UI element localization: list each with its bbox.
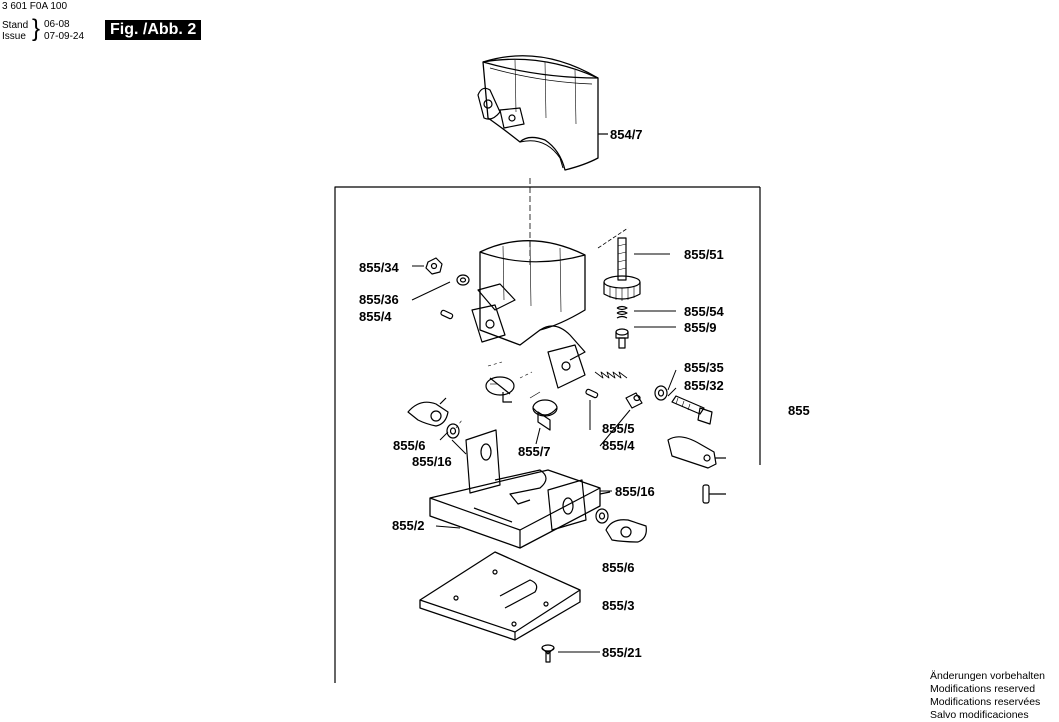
footer-note-de: Änderungen vorbehalten: [930, 670, 1046, 682]
part-855-7-carriage-bolt-a: [485, 376, 515, 403]
label-855-16-right: 855/16: [615, 484, 655, 499]
label-855-34: 855/34: [359, 260, 400, 275]
label-855-5: 855/5: [602, 421, 635, 436]
part-labels: 854/7 855/34 855/36 855/4 855/51 855/54 …: [359, 127, 810, 660]
part-855-4-pin-top: [440, 309, 454, 320]
label-855-36: 855/36: [359, 292, 399, 307]
part-855-lever: [667, 436, 726, 469]
label-855-7: 855/7: [518, 444, 551, 459]
part-855-36-washer: [456, 274, 470, 286]
brace-icon: }: [32, 15, 41, 42]
part-855-21-screw: [541, 644, 555, 663]
label-855: 855: [788, 403, 810, 418]
document-number: 3 601 F0A 100: [2, 1, 68, 12]
part-855-main-body: [471, 240, 586, 389]
footer-note-fr: Modifications reservées: [930, 696, 1041, 708]
part-855-2-base-plate: [429, 429, 611, 549]
issue-date: 07-09-24: [44, 31, 85, 42]
issue-label: Issue: [2, 31, 26, 42]
part-855-9-screw: [615, 328, 629, 349]
label-855-21: 855/21: [602, 645, 642, 660]
part-855-7-carriage-bolt-b: [529, 391, 558, 431]
stand-date: 06-08: [44, 19, 70, 30]
figure-title-badge: Fig. /Abb. 2: [105, 20, 202, 40]
stand-label: Stand: [2, 20, 29, 31]
label-855-4-top: 855/4: [359, 309, 392, 324]
label-855-16-left: 855/16: [412, 454, 452, 469]
part-855-roll-pin: [702, 484, 726, 504]
part-855-3-sub-base: [419, 551, 581, 641]
label-855-4-mid: 855/4: [602, 438, 635, 453]
part-854-7-housing-band: [477, 55, 608, 268]
part-855-34-nut: [425, 257, 443, 275]
label-854-7: 854/7: [610, 127, 643, 142]
part-855-32-bolt: [671, 395, 713, 425]
part-855-51-adjust-screw: [597, 227, 641, 301]
label-855-6-left: 855/6: [393, 438, 426, 453]
part-855-spring-assembly: [594, 371, 628, 379]
assembly-dashed-hints: [455, 361, 533, 429]
part-855-6-knob-right: [605, 519, 647, 543]
label-855-51: 855/51: [684, 247, 724, 262]
label-855-54: 855/54: [684, 304, 725, 319]
footer-note-es: Salvo modificaciones: [930, 709, 1029, 721]
part-855-5-pin: [585, 388, 599, 399]
part-855-54-spring: [616, 305, 628, 319]
frame-lines: [334, 186, 761, 683]
part-855-16-washer-right: [595, 508, 609, 524]
leader-lines: [411, 253, 677, 653]
label-855-6-right: 855/6: [602, 560, 635, 575]
part-855-4-sleeve: [625, 392, 643, 409]
footer-note-en: Modifications reserved: [930, 683, 1036, 695]
part-855-16-washer-left: [446, 423, 460, 439]
label-855-2: 855/2: [392, 518, 425, 533]
label-855-3: 855/3: [602, 598, 635, 613]
part-855-6-knob-left: [407, 397, 449, 427]
label-855-35: 855/35: [684, 360, 724, 375]
label-855-32: 855/32: [684, 378, 724, 393]
part-855-35-washer: [654, 385, 668, 401]
label-855-9: 855/9: [684, 320, 717, 335]
